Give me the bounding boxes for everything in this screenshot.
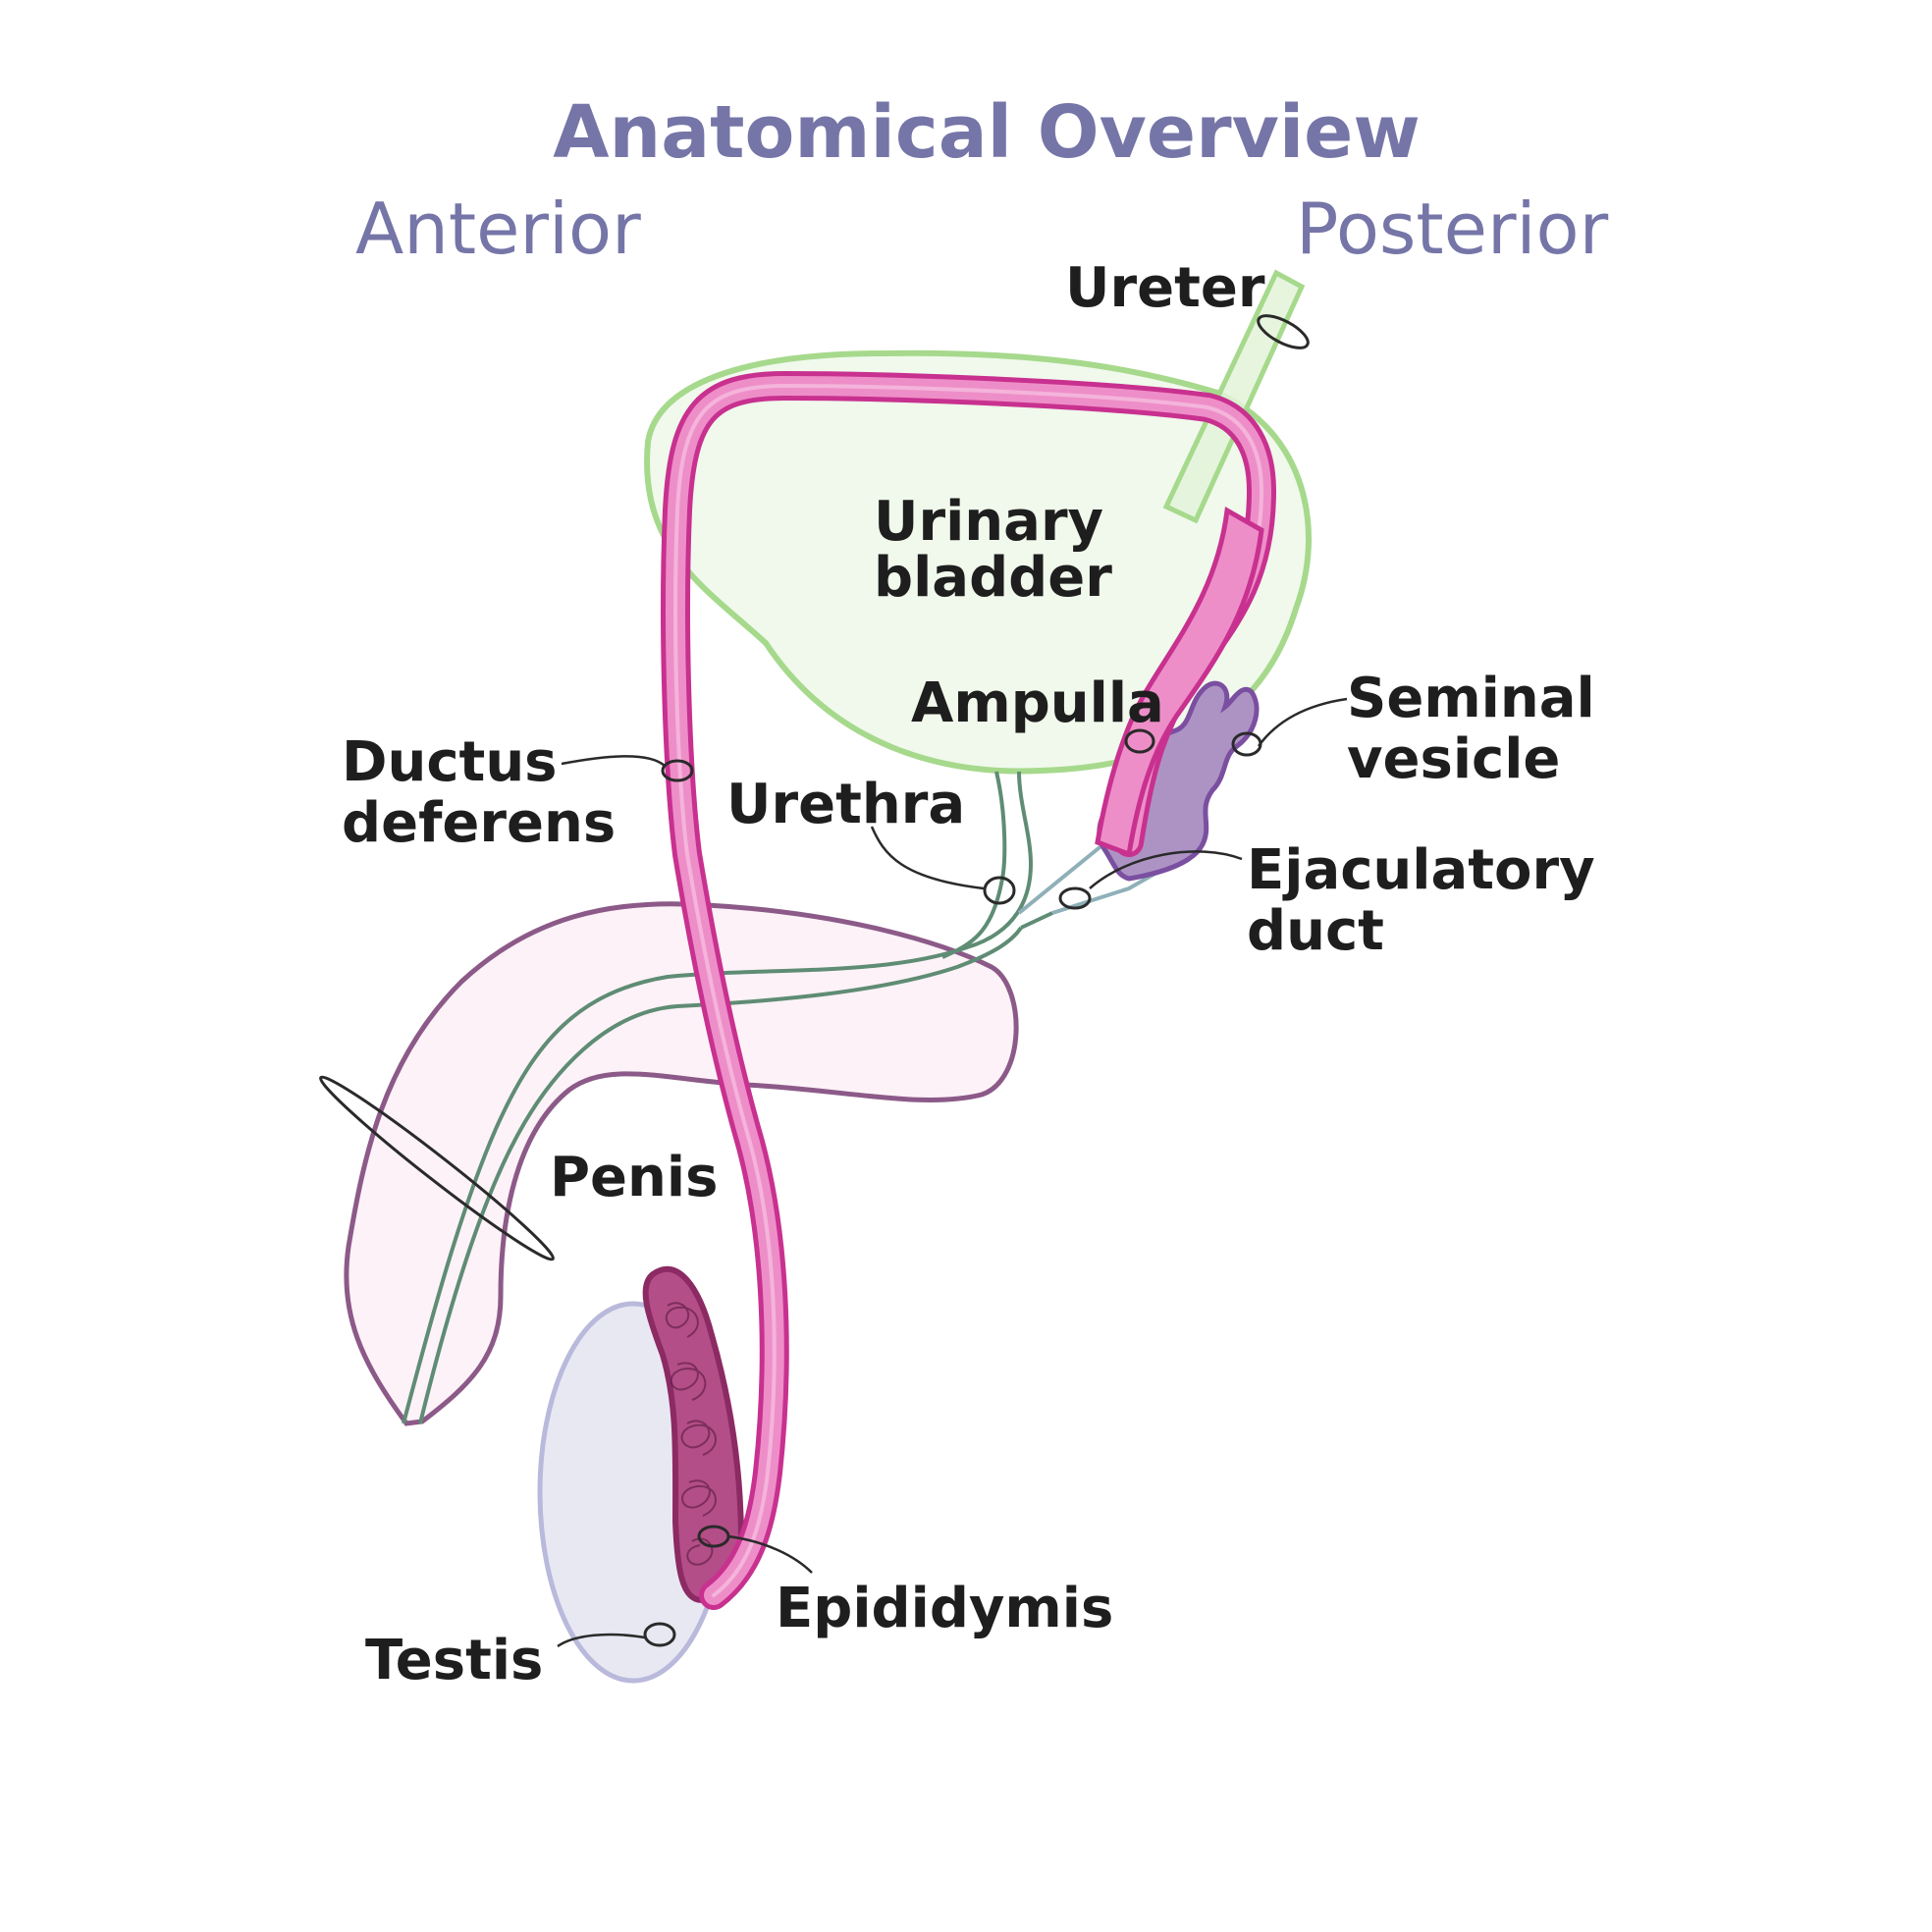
penis-pointer-ring — [319, 1075, 555, 1261]
leaders — [557, 314, 1348, 1648]
epididymis-coils — [665, 1302, 717, 1566]
label-ductus-deferens-line2: deferens — [342, 791, 616, 855]
label-ejaculatory-duct-line1: Ejaculatory — [1247, 838, 1595, 902]
penis — [344, 901, 1019, 1426]
label-ejaculatory-duct-line2: duct — [1247, 899, 1384, 963]
anterior-label: Anterior — [355, 188, 641, 270]
posterior-label: Posterior — [1296, 188, 1609, 270]
label-ampulla: Ampulla — [911, 671, 1164, 735]
label-urinary-bladder-line1: Urinary — [874, 490, 1103, 554]
label-ductus-deferens-line1: Ductus — [342, 730, 558, 794]
label-penis: Penis — [550, 1146, 718, 1209]
label-urinary-bladder-line2: bladder — [874, 546, 1112, 610]
label-seminal-vesicle-line1: Seminal — [1347, 667, 1595, 730]
label-ureter: Ureter — [1065, 256, 1265, 320]
ampulla — [1095, 506, 1264, 858]
label-seminal-vesicle-line2: vesicle — [1347, 727, 1560, 791]
label-epididymis: Epididymis — [776, 1577, 1113, 1640]
label-urethra: Urethra — [726, 773, 965, 836]
label-testis: Testis — [365, 1629, 543, 1692]
diagram-title: Anatomical Overview — [553, 90, 1420, 175]
